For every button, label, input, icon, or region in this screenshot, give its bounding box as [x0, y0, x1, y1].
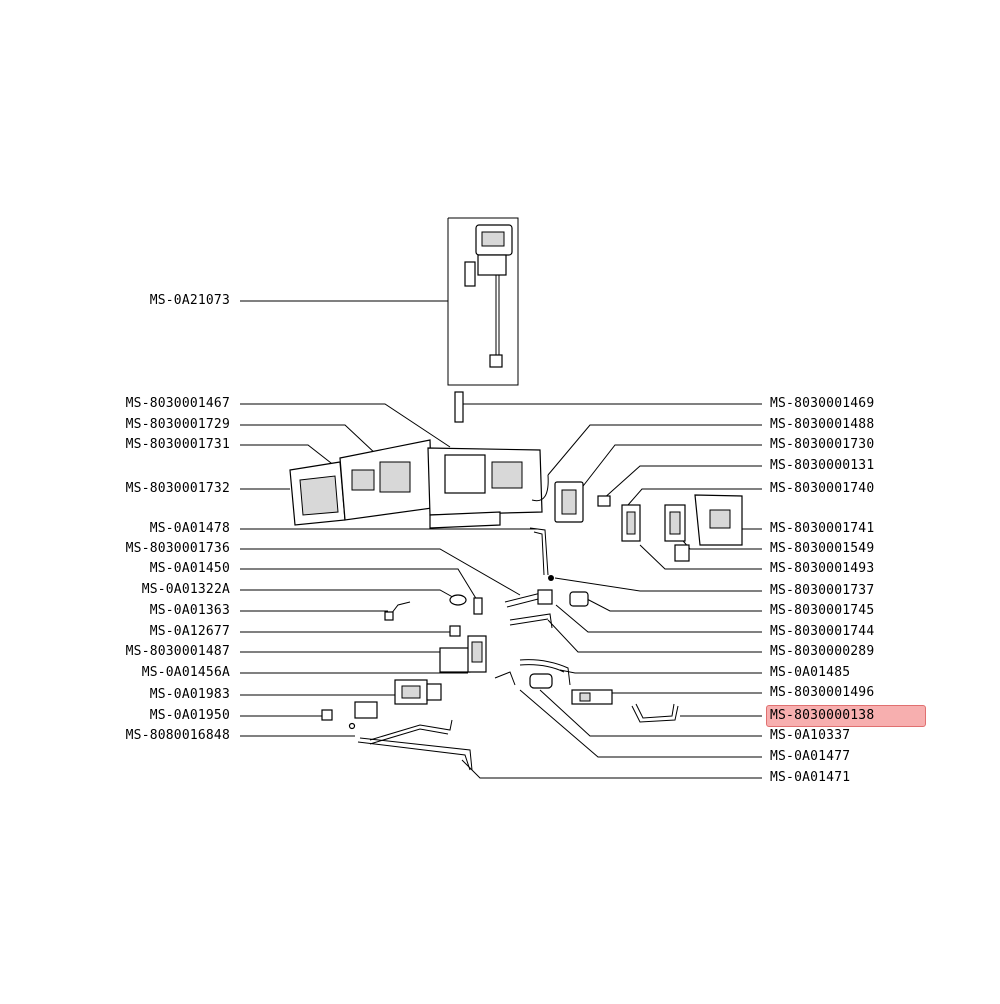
- part-label-ms-0a01450[interactable]: MS-0A01450: [149, 561, 230, 576]
- part-label-ms-8030001493[interactable]: MS-8030001493: [770, 561, 875, 576]
- part-label-ms-0a01471[interactable]: MS-0A01471: [770, 770, 851, 785]
- part-label-ms-8030001549[interactable]: MS-8030001549: [770, 541, 875, 556]
- motor-assembly-box: [447, 217, 519, 423]
- part-label-ms-8030001730[interactable]: MS-8030001730: [770, 437, 875, 452]
- part-label-ms-0a01363[interactable]: MS-0A01363: [149, 603, 230, 618]
- part-label-ms-8030000131[interactable]: MS-8030000131: [770, 458, 875, 473]
- part-label-ms-0a01322a[interactable]: MS-0A01322A: [141, 582, 230, 597]
- part-label-ms-8030001732[interactable]: MS-8030001732: [125, 481, 230, 496]
- part-label-ms-8030001737[interactable]: MS-8030001737: [770, 583, 875, 598]
- part-label-ms-8030001736[interactable]: MS-8030001736: [125, 541, 230, 556]
- part-label-ms-8030001741[interactable]: MS-8030001741: [770, 521, 875, 536]
- part-label-ms-8030001487[interactable]: MS-8030001487: [125, 644, 230, 659]
- part-label-ms-0a01478[interactable]: MS-0A01478: [149, 521, 230, 536]
- part-label-ms-0a12677[interactable]: MS-0A12677: [149, 624, 230, 639]
- part-label-ms-0a01485[interactable]: MS-0A01485: [770, 665, 851, 680]
- part-label-ms-0a01477[interactable]: MS-0A01477: [770, 749, 851, 764]
- part-label-ms-8030001467[interactable]: MS-8030001467: [125, 396, 230, 411]
- part-label-ms-8030001488[interactable]: MS-8030001488: [770, 417, 875, 432]
- part-label-ms-0a01456a[interactable]: MS-0A01456A: [141, 665, 230, 680]
- central-tubes: [494, 527, 679, 723]
- part-label-ms-8030001496[interactable]: MS-8030001496: [770, 685, 875, 700]
- part-label-ms-8030000138-highlighted[interactable]: MS-8030000138: [766, 705, 926, 727]
- main-housing: [289, 439, 543, 529]
- part-label-ms-0a21073[interactable]: MS-0A21073: [149, 293, 230, 308]
- part-label-ms-8030000289[interactable]: MS-8030000289: [770, 644, 875, 659]
- part-label-ms-0a01950[interactable]: MS-0A01950: [149, 708, 230, 723]
- right-upper-parts: [531, 474, 743, 562]
- part-label-ms-8030001744[interactable]: MS-8030001744: [770, 624, 875, 639]
- part-label-ms-8080016848[interactable]: MS-8080016848: [125, 728, 230, 743]
- part-label-ms-8030001745[interactable]: MS-8030001745: [770, 603, 875, 618]
- part-label-ms-8030001731[interactable]: MS-8030001731: [125, 437, 230, 452]
- part-label-ms-0a10337[interactable]: MS-0A10337: [770, 728, 851, 743]
- left-lower-parts: [321, 594, 487, 771]
- part-label-ms-8030001729[interactable]: MS-8030001729: [125, 417, 230, 432]
- part-label-ms-0a01983[interactable]: MS-0A01983: [149, 687, 230, 702]
- part-label-ms-8030001469[interactable]: MS-8030001469: [770, 396, 875, 411]
- leader-lines-left: [240, 300, 537, 737]
- part-label-ms-8030001740[interactable]: MS-8030001740: [770, 481, 875, 496]
